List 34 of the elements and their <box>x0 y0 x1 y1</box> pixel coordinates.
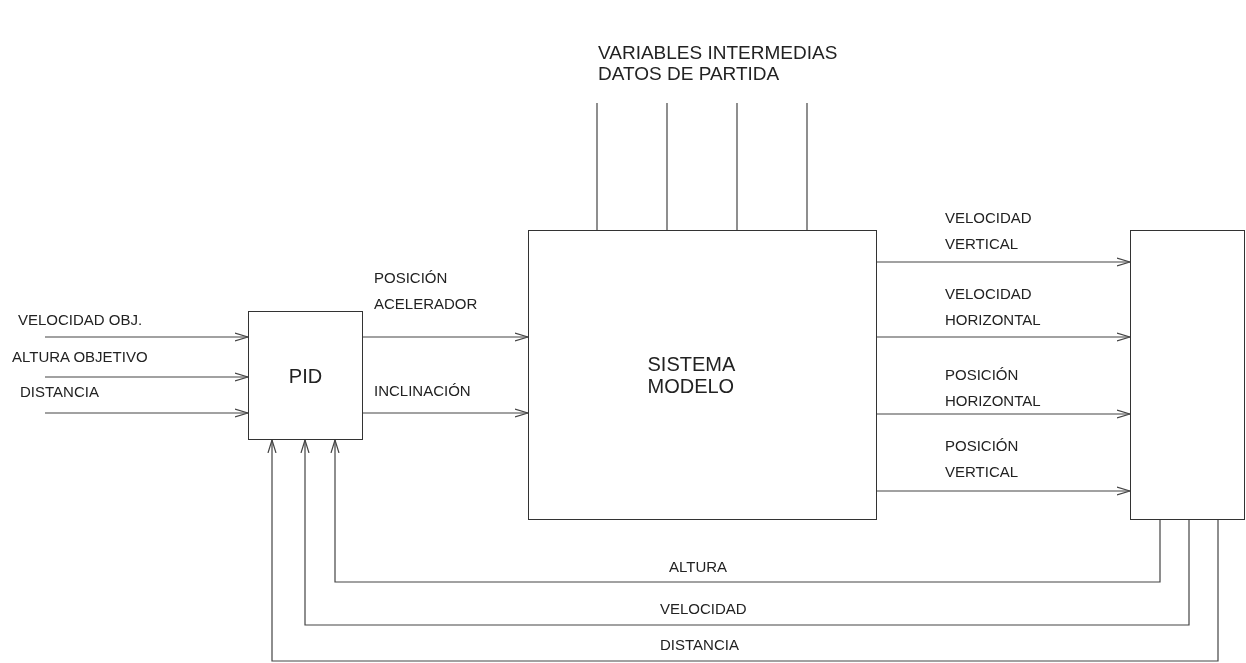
edge-label: ALTURA <box>669 557 728 577</box>
connector-line <box>736 102 738 231</box>
arrow <box>300 439 1190 626</box>
edge-label: POSICIÓN HORIZONTAL <box>945 365 1042 411</box>
connector-line <box>666 102 668 231</box>
box-label: PID <box>287 363 324 389</box>
edge-label: VELOCIDAD OBJ. <box>18 310 143 330</box>
arrow <box>876 409 1131 419</box>
edge-label: INCLINACIÓN <box>374 381 471 401</box>
box-label: SISTEMA MODELO <box>647 353 736 397</box>
arrow <box>362 332 529 342</box>
arrow <box>44 408 249 418</box>
output-box <box>1130 230 1245 520</box>
arrow <box>267 439 1219 662</box>
edge-label: VELOCIDAD VERTICAL <box>945 208 1033 254</box>
arrow <box>876 257 1131 267</box>
edge-label: POSICIÓN ACELERADOR <box>374 268 479 314</box>
edge-label: DISTANCIA <box>660 635 739 655</box>
process-box <box>248 311 363 440</box>
connector-line <box>806 102 808 231</box>
edge-label: ALTURA OBJETIVO <box>12 347 148 367</box>
annotation-text: VARIABLES INTERMEDIAS DATOS DE PARTIDA <box>598 42 839 84</box>
connector-line <box>596 102 598 231</box>
edge-label: VELOCIDAD <box>660 599 747 619</box>
arrow <box>44 372 249 382</box>
arrow <box>876 332 1131 342</box>
edge-label: VELOCIDAD HORIZONTAL <box>945 284 1042 330</box>
edge-label: DISTANCIA <box>20 382 99 402</box>
arrow <box>876 486 1131 496</box>
arrow <box>330 439 1161 583</box>
process-box <box>528 230 877 520</box>
arrow <box>44 332 249 342</box>
arrow <box>362 408 529 418</box>
edge-label: POSICIÓN VERTICAL <box>945 436 1020 482</box>
